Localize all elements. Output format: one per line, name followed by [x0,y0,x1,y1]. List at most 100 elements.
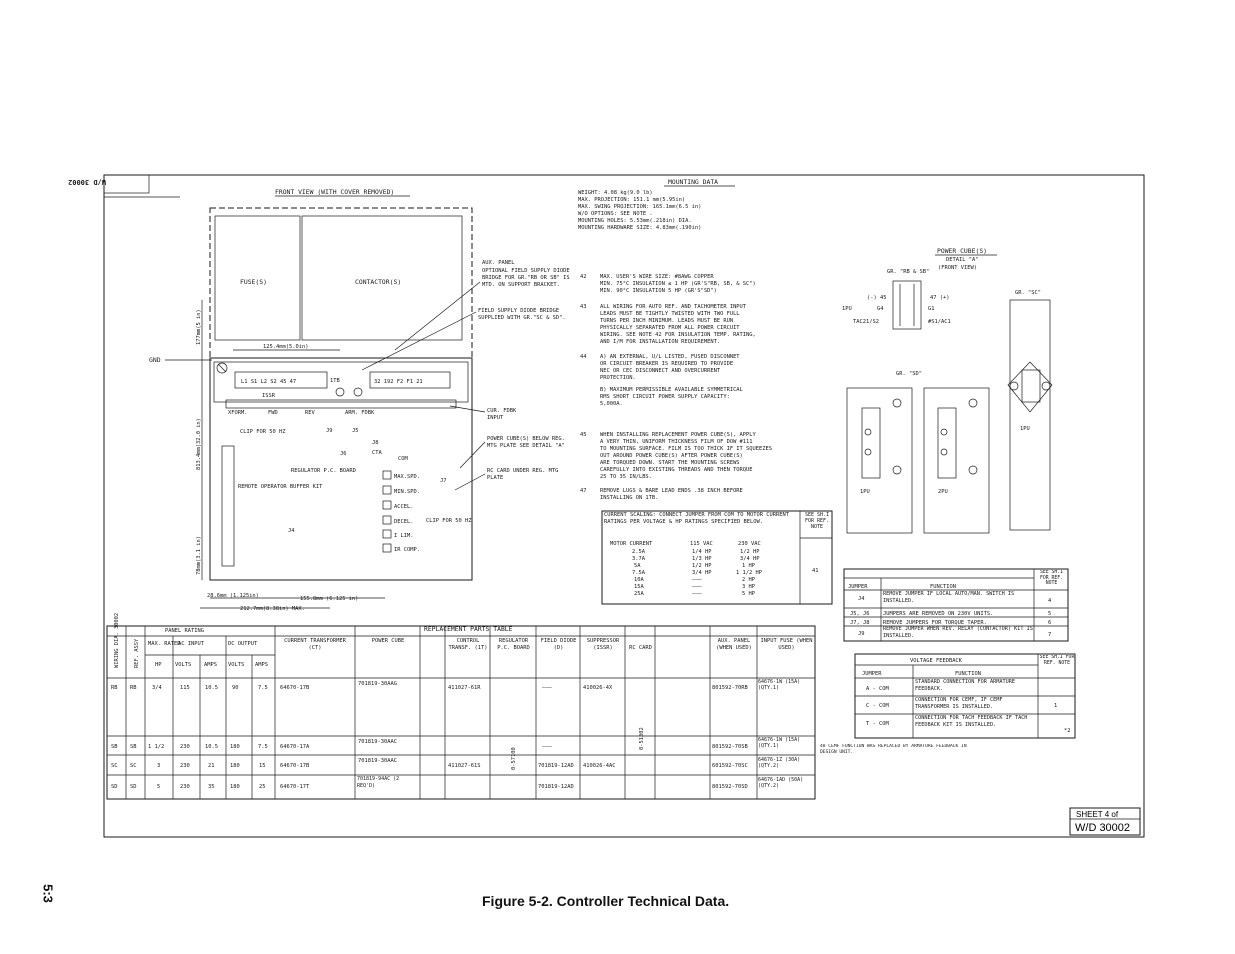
amps-header: AMPS [255,662,268,668]
arm-fdbk-label: ARM. FDBK [345,410,375,416]
wd-rotated-label: W/D 30002 [68,178,106,186]
table-cell: 90 [232,685,239,691]
jumper-table-rows: J4 REMOVE JUMPER IF LOCAL AUTO/MAN. SWIT… [850,591,1051,639]
power-cube-gr-sc: GR. "SC" [1015,290,1041,296]
note-number: 44 [580,354,587,360]
volts-header: VOLTS [175,662,191,668]
max-rated-header: MAX. RATED [148,641,180,647]
table-cell: ——— [692,577,702,583]
table-cell: 180 [230,784,240,790]
current-scaling-see-note: SEE SH.I FOR REF. NOTE [804,512,830,530]
power-cube-ipu: 1PU [842,306,852,312]
table-cell: ——— [542,685,552,691]
power-cube-front-view: (FRONT VIEW) [938,265,977,271]
screw-icon [968,398,978,408]
table-cell: 15 [259,763,266,769]
parts-row: SB SB 1 1/2 230 10.5 180 7.5 64670-17A 7… [111,737,801,750]
ac-input-header: AC INPUT [178,641,205,647]
terminal-strip-left [234,371,328,389]
note-line: AND I/M FOR INSTALLATION REQUIREMENT. [600,339,720,345]
table-cell: 21 [208,763,215,769]
table-cell: SC [111,763,118,769]
note-line: WIRING. SEE NOTE 42 FOR INSULATION TEMP.… [600,332,756,338]
regulator-panel [209,357,473,581]
table-cell: 701819-30AAC [358,758,397,764]
table-cell: 801592-70SD [712,784,748,790]
mounting-line: MOUNTING HARDWARE SIZE: 4.83mm(.190in) [578,225,701,231]
table-cell: 3/4 HP [692,570,711,576]
table-cell: 1 HP [742,563,755,569]
table-cell: 3 [157,763,160,769]
pot-label: I LIM. [394,533,413,539]
feedback-table-header: JUMPER [862,671,882,677]
cube-terminal-label: (-) 45 [867,295,886,301]
table-cell: 1/2 HP [740,549,759,555]
j9-label: J9 [326,428,333,434]
figure-caption: Figure 5-2. Controller Technical Data. [482,893,730,909]
table-cell: STANDARD CONNECTION FOR ARMATURE FEEDBAC… [915,679,1015,692]
fwd-label: FWD [268,410,278,416]
note-line: 5,000A. [600,401,623,407]
j7-label: J7 [440,478,447,484]
amps-header: AMPS [204,662,217,668]
notes-list: 42 MAX. USER'S WIRE SIZE: #8AWG COPPER M… [580,274,772,501]
current-scaling-header: 230 VAC [738,541,761,547]
table-cell: T - COM [866,721,889,727]
table-cell: 3.7A [632,556,646,562]
power-cube-ipu-sc: 1PU [1020,426,1030,432]
note-line: OUT AROUND POWER CUBE(S) AFTER POWER CUB… [600,453,743,459]
current-scaling-header: MOTOR CURRENT [610,541,653,547]
terminal-screw-icon [335,387,345,397]
dimension-top: 125.4mm(5.0in) [263,344,308,350]
table-cell: 64676-1W (15A)(QTY.1) [758,737,801,749]
ref-assy-header: REF. ASSY [134,638,140,668]
power-cube-tac: TAC21/S2 [853,319,879,325]
table-cell: 10.5 [205,744,218,750]
j6-label: J6 [340,451,347,457]
table-cell: 1/4 HP [692,549,711,555]
note-line: WHEN INSTALLING REPLACEMENT POWER CUBE(S… [600,432,757,438]
dimension-vertical-total: 813.4mm(32.0 in) [196,418,202,470]
note-line: RMS SHORT CIRCUIT POWER SUPPLY CAPACITY: [600,394,730,400]
col-header-suppressor: SUPPRESSOR (ISSR) [586,638,620,651]
note-line: LEADS MUST BE TIGHTLY TWISTED WITH TWO F… [600,311,740,317]
mounting-data-list: WEIGHT: 4.08 kg(9.0 lb) MAX. PROJECTION:… [578,190,701,231]
table-cell: SB [111,744,118,750]
feedback-table-header: SEE SH.I FOR REF. NOTE [1039,655,1075,666]
table-cell: 410026-4AC [583,763,615,769]
current-scaling-note-ref: 41 [812,568,819,574]
power-cube-ipu-sd: 1PU [860,489,870,495]
table-cell: 64676-1Z (30A)(QTY.2) [758,757,801,769]
table-cell: 64670-17B [280,685,309,691]
col-header-control-transf: CONTROL TRANSF. (1T) [448,638,488,651]
power-cube-detail: DETAIL "A" [946,257,978,263]
table-cell: 2.5A [632,549,646,555]
table-cell: 1 1/2 HP [736,570,762,576]
table-cell: 1/2 HP [692,563,711,569]
table-cell: SC [130,763,137,769]
current-scaling-table [601,510,833,605]
table-cell: 1 [1054,703,1057,709]
dimension-overall: 212.7mm(8.38in) MAX. [240,606,305,612]
j8-label: J8 [372,440,379,446]
dc-output-header: DC OUTPUT [228,641,258,647]
table-cell: 10.5 [205,685,218,691]
parts-table-title: REPLACEMENT PARTS TABLE [424,625,513,633]
cur-fdbk-callout: CUR. FDBK INPUT [487,408,517,421]
pot-label: DECEL. [394,519,413,525]
current-scaling-title: CURRENT SCALING: CONNECT JUMPER FROM COM… [604,512,789,525]
table-cell: 6 [1048,620,1051,626]
cube-terminal-label: G4 [877,306,884,312]
table-cell: REMOVE JUMPER WHEN REV. RELAY (CONTACTOR… [883,626,1033,639]
com-label: COM [398,456,408,462]
fuses-label: FUSE(S) [240,278,267,286]
note-number: 42 [580,274,587,280]
table-cell: 35 [208,784,215,790]
table-cell: REMOVE JUMPER IF LOCAL AUTO/MAN. SWITCH … [883,591,1015,604]
note-number: 47 [580,488,587,494]
note-line: OR CIRCUIT BREAKER IS REQUIRED TO PROVID… [600,361,733,367]
cube-terminal-label: 47 (+) [930,295,949,301]
note-line: A VERY THIN, UNIFORM THICKNESS FILM OF D… [600,439,753,445]
col-header-field-diode: FIELD DIODE (D) [540,638,577,651]
